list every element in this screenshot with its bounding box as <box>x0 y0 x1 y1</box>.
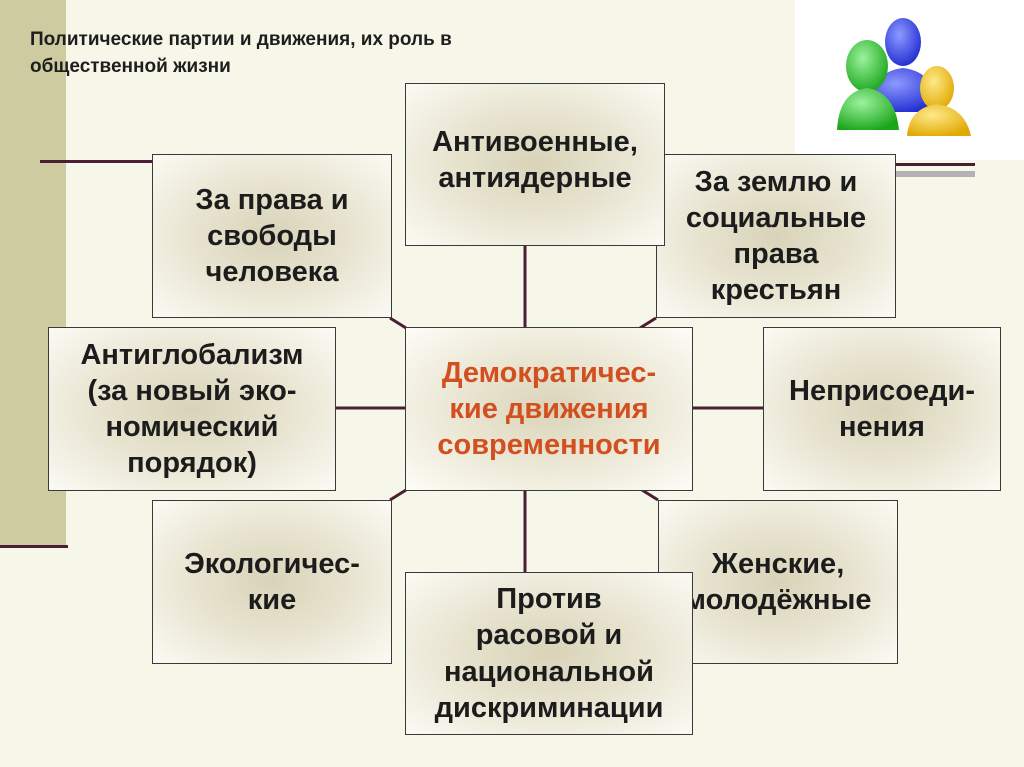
box-label: Неприсоеди- нения <box>789 374 975 443</box>
box-land-and-peasant-rights: За землю и социальные права крестьян <box>656 154 896 318</box>
connector-line <box>389 316 407 330</box>
decorative-rule <box>895 163 975 166</box>
box-ecological: Экологичес- кие <box>152 500 392 664</box>
box-label: Антивоенные, антиядерные <box>432 126 638 195</box>
connector-line <box>641 488 659 502</box>
box-label: За землю и социальные права крестьян <box>685 165 867 307</box>
decorative-rule <box>895 171 975 177</box>
box-antiwar-antinuclear: Антивоенные, антиядерные <box>405 83 665 246</box>
people-group-icon <box>837 18 971 136</box>
connector-line <box>389 488 407 502</box>
decorative-rule <box>40 160 160 163</box>
box-non-alignment: Неприсоеди- нения <box>763 327 1001 491</box>
box-women-youth: Женские, молодёжные <box>658 500 898 664</box>
box-label: Экологичес- кие <box>184 547 360 616</box>
box-label: За права и свободы человека <box>195 183 349 289</box>
decorative-rule <box>0 545 68 548</box>
box-for-human-rights: За права и свободы человека <box>152 154 392 318</box>
box-label: Антиглобализм (за новый эко- номический … <box>80 338 304 480</box>
page-title: Политические партии и движения, их роль … <box>30 29 452 77</box>
icon-panel <box>795 0 1024 160</box>
box-against-discrimination: Против расовой и национальной дискримина… <box>405 572 693 735</box>
box-label: Женские, молодёжные <box>684 547 872 616</box>
central-node-democratic-movements: Демократичес- кие движения современности <box>405 327 693 491</box>
box-antiglobalism: Антиглобализм (за новый эко- номический … <box>48 327 336 491</box>
box-label: Против расовой и национальной дискримина… <box>434 583 664 724</box>
central-node-label: Демократичес- кие движения современности <box>437 356 661 462</box>
connector-line <box>639 316 657 330</box>
